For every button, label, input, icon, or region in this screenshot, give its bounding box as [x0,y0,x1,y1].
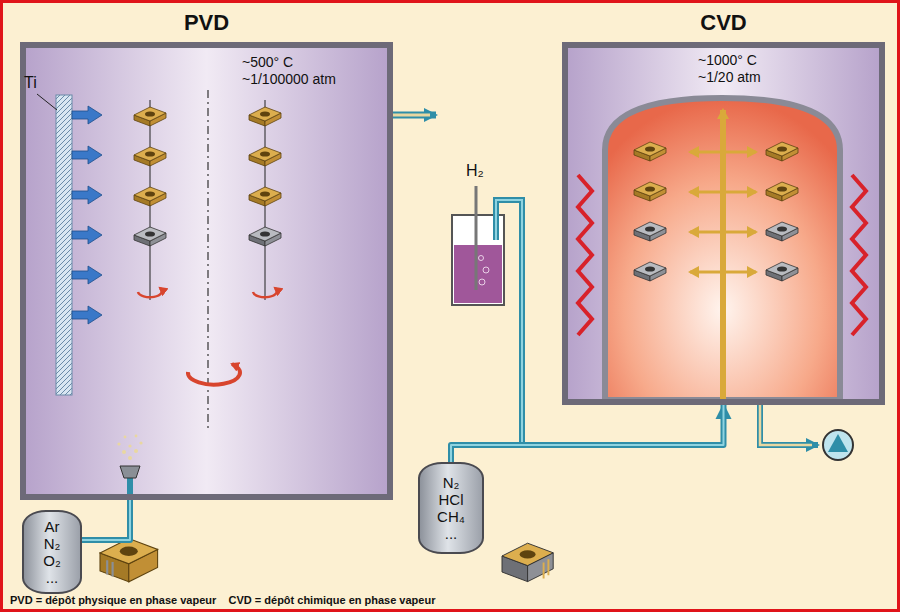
caption: PVD = dépôt physique en phase vapeur CVD… [10,594,435,606]
chamber-title: PVD [26,10,387,36]
gas-pipe [82,500,130,540]
process-conditions: ~500° C ~1/100000 atm [242,54,354,88]
target-label: Ti [24,74,37,92]
process-conditions: ~1000° C ~1/20 atm [698,52,782,86]
gas-pipe [451,405,724,462]
gas-label: H₂ [466,162,484,180]
gas-bottle: N₂ HCl CH₄ ... [418,462,484,554]
chamber-title: CVD [568,10,879,36]
pvd-chamber: PVD~500° C ~1/100000 atm [20,42,393,500]
gas-bottle: Ar N₂ O₂ ... [22,510,82,594]
gas-list: Ar N₂ O₂ ... [43,518,60,586]
cvd-chamber: CVD~1000° C ~1/20 atm [562,42,885,405]
gas-list: N₂ HCl CH₄ ... [437,474,465,542]
